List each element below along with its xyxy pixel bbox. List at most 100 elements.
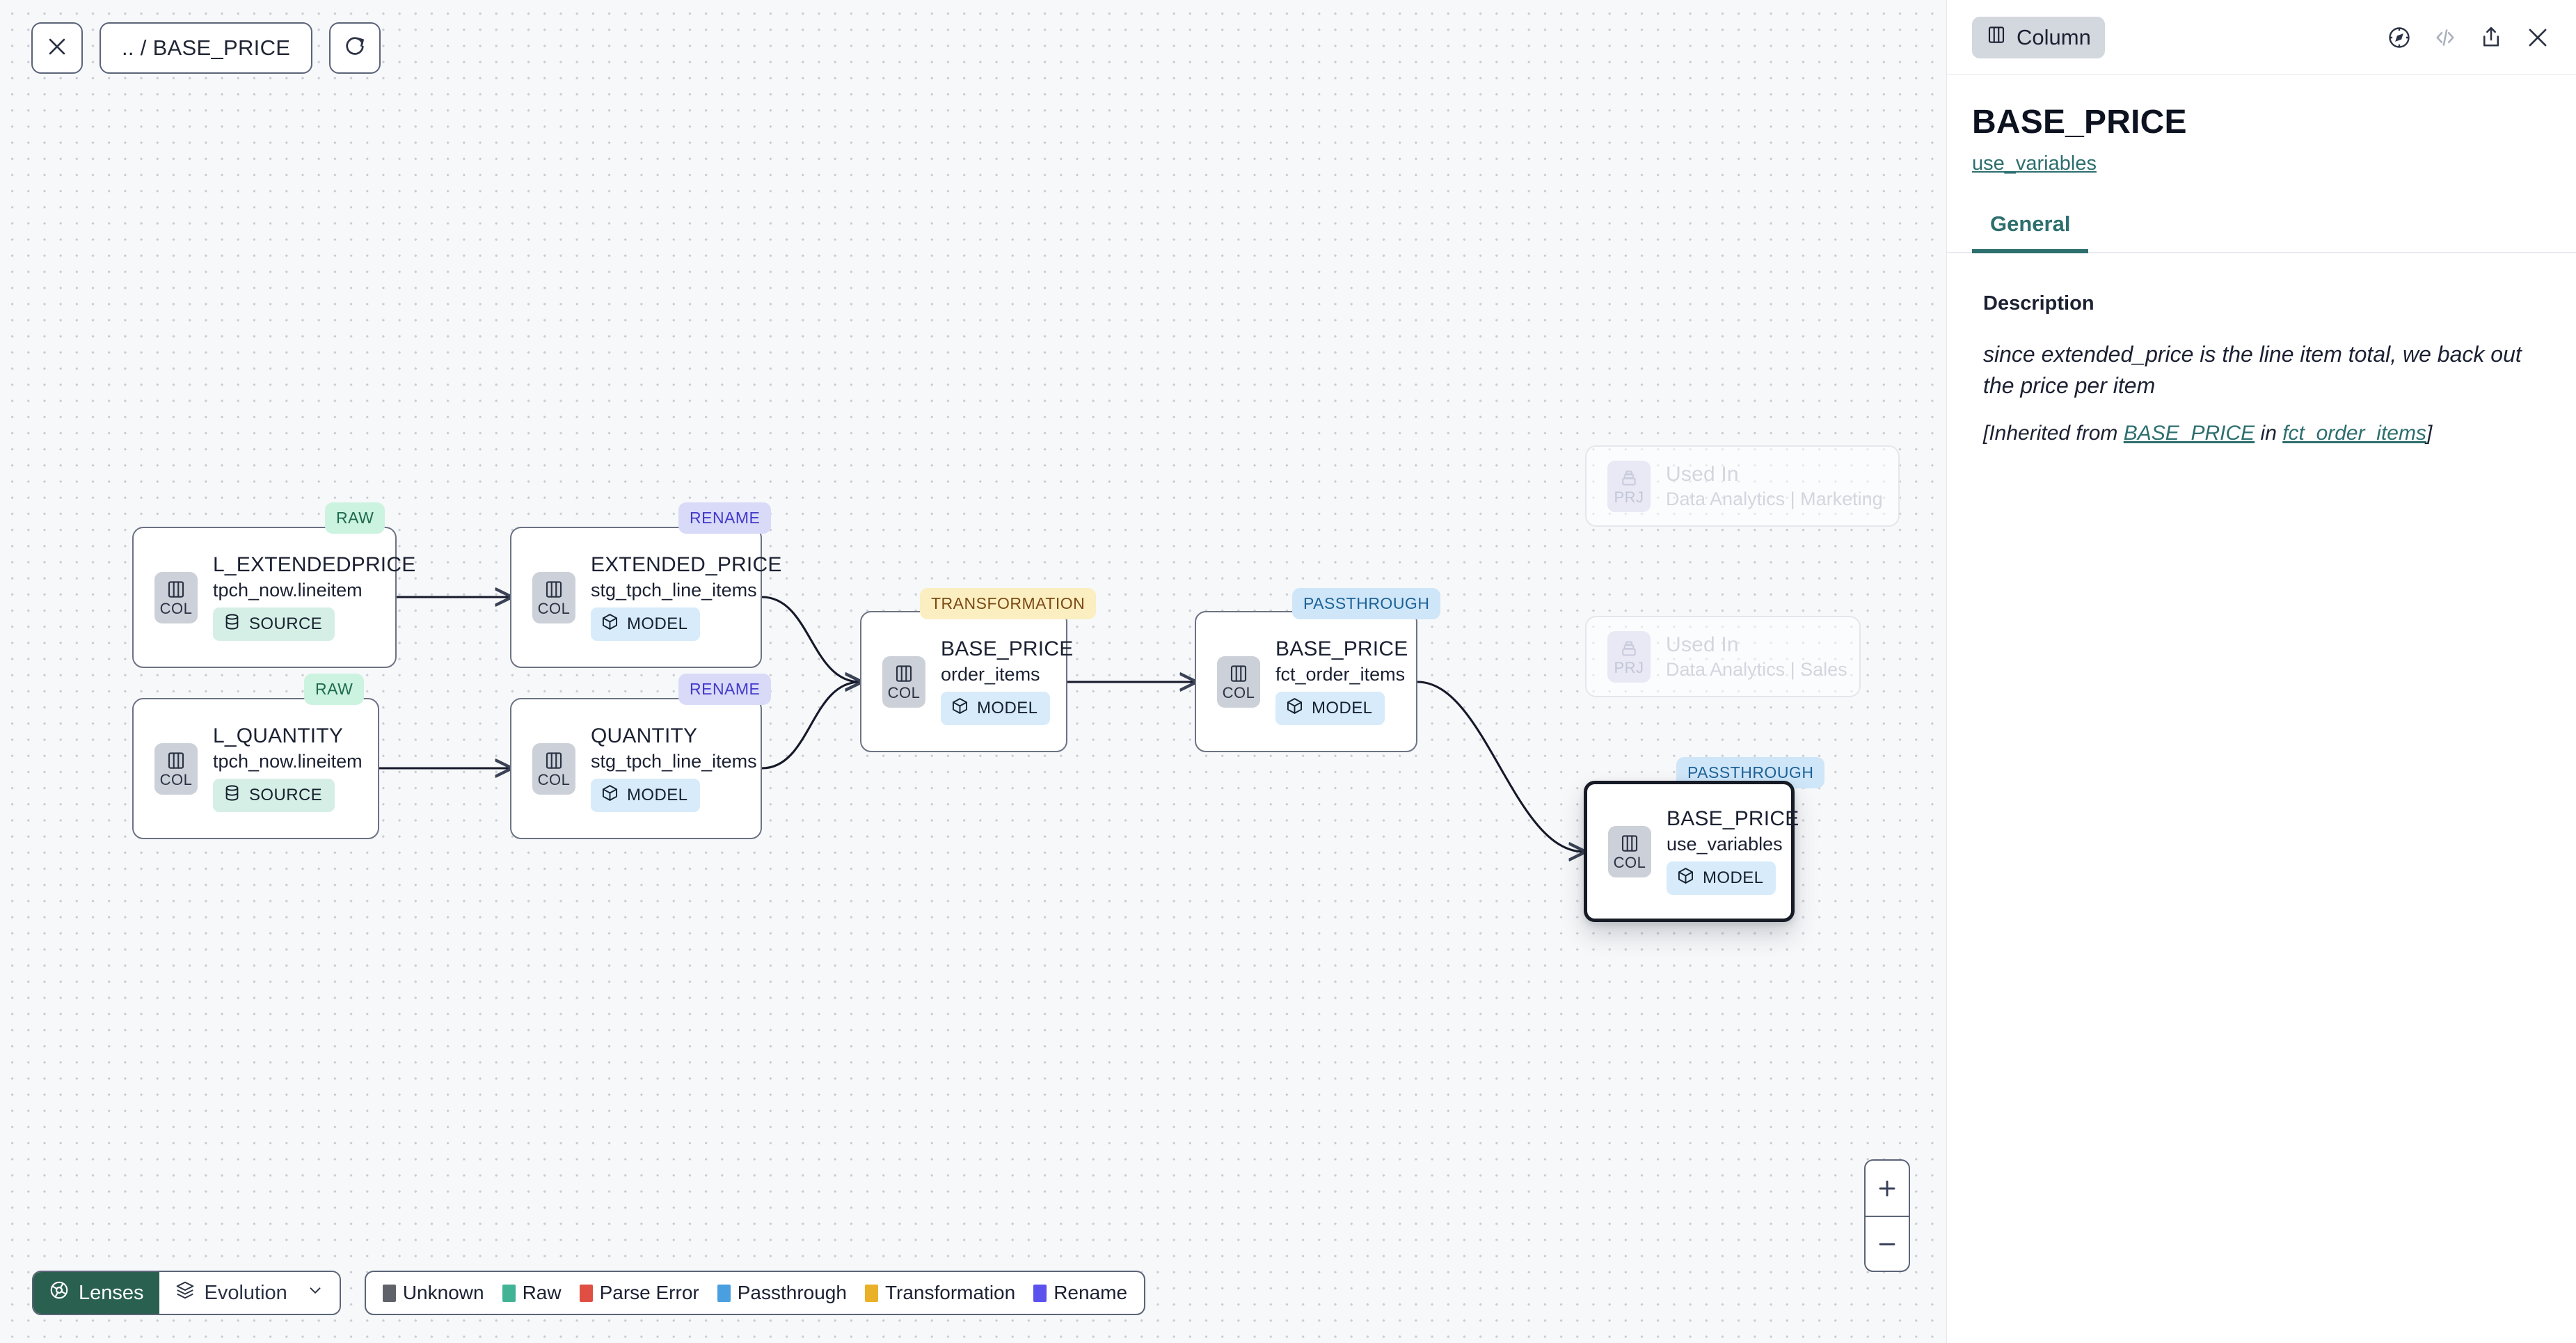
lenses-button[interactable]: Lenses [33, 1272, 159, 1314]
node-kind-label: COL [537, 600, 571, 617]
inherited-suffix: ] [2426, 421, 2433, 445]
node-subtitle: Data Analytics | Marketing [1666, 488, 1883, 510]
legend-swatch [717, 1284, 731, 1302]
inherited-column-link[interactable]: BASE_PRICE [2123, 421, 2255, 445]
cube-icon [601, 612, 619, 636]
breadcrumb-button[interactable]: .. / BASE_PRICE [100, 22, 313, 74]
legend-swatch [864, 1284, 878, 1302]
legend-swatch [382, 1284, 396, 1302]
zoom-in-button[interactable] [1866, 1161, 1909, 1216]
compass-icon[interactable] [2387, 25, 2412, 50]
legend-label: Raw [522, 1282, 562, 1303]
close-icon [45, 35, 69, 62]
node-title: L_EXTENDEDPRICE [213, 553, 416, 577]
node-kind-label: COL [159, 600, 193, 617]
legend-item-raw[interactable]: Raw [502, 1282, 562, 1304]
cube-icon [951, 697, 969, 720]
page-title: BASE_PRICE [1972, 104, 2187, 141]
column-icon [166, 578, 186, 601]
node-title: Used In [1666, 633, 1739, 656]
column-icon [893, 662, 914, 685]
description-label: Description [1983, 292, 2094, 315]
node-title: EXTENDED_PRICE [591, 553, 782, 577]
close-icon[interactable] [2525, 24, 2551, 51]
parent-model-link[interactable]: use_variables [1972, 152, 2097, 175]
legend-label: Passthrough [737, 1282, 847, 1303]
lane-badge-passthrough: PASSTHROUGH [1292, 588, 1441, 619]
node-subtitle: stg_tpch_line_items [591, 750, 757, 772]
node-type-pill: SOURCE [213, 607, 335, 641]
node-subtitle: order_items [941, 663, 1040, 685]
node-type-pill: MODEL [591, 778, 701, 812]
node-type-label: SOURCE [249, 614, 323, 633]
column-icon [1228, 662, 1249, 685]
node-kind-label: COL [887, 684, 921, 701]
node-kind-badge: COL [1217, 655, 1260, 708]
lane-badge-raw: RAW [325, 502, 385, 534]
node-type-label: MODEL [627, 614, 688, 633]
share-icon[interactable] [2479, 25, 2504, 50]
node-subtitle: use_variables [1667, 833, 1783, 855]
legend-item-passthrough[interactable]: Passthrough [717, 1282, 847, 1304]
node-subtitle: tpch_now.lineitem [213, 750, 363, 772]
node-title: BASE_PRICE [1275, 637, 1408, 661]
node-kind-label: COL [159, 771, 193, 788]
node-title: BASE_PRICE [941, 637, 1074, 661]
node-subtitle: fct_order_items [1275, 663, 1406, 685]
zoom-out-button[interactable] [1866, 1216, 1909, 1271]
evolution-dropdown[interactable]: Evolution [159, 1272, 340, 1314]
bottom-toolbar: Lenses Evolution Unknown Raw Parse Error Pa… [32, 1271, 1146, 1315]
lane-badge-rename: RENAME [678, 502, 772, 534]
legend-item-parse-error[interactable]: Parse Error [579, 1282, 699, 1304]
legend-item-transformation[interactable]: Transformation [864, 1282, 1015, 1304]
node-type-label: SOURCE [249, 785, 323, 804]
details-panel: Column BASE_PRICE use_variables Gener [1946, 0, 2576, 1343]
node-kind-label: COL [1613, 854, 1646, 871]
node-kind-badge: PRJ [1607, 630, 1651, 683]
layers-icon [175, 1280, 196, 1306]
refresh-button[interactable] [329, 22, 381, 74]
legend-swatch [579, 1284, 593, 1302]
legend-label: Unknown [402, 1282, 484, 1303]
node-type-pill: MODEL [591, 607, 701, 641]
node-kind-label: PRJ [1614, 659, 1644, 676]
lane-badge-rename: RENAME [678, 674, 772, 705]
inherited-model-link[interactable]: fct_order_items [2282, 421, 2426, 445]
column-icon [1619, 832, 1640, 855]
column-icon [1986, 24, 2007, 51]
node-type-label: MODEL [627, 785, 688, 804]
cube-icon [601, 784, 619, 807]
lenses-label: Lenses [79, 1281, 144, 1304]
legend-item-unknown[interactable]: Unknown [382, 1282, 484, 1304]
tab-general[interactable]: General [1972, 212, 2089, 253]
column-icon [166, 749, 186, 772]
node-kind-badge: COL [882, 655, 925, 708]
refresh-icon [343, 35, 367, 62]
node-type-pill: MODEL [1275, 691, 1385, 725]
chevron-down-icon [306, 1281, 324, 1305]
legend-label: Parse Error [599, 1282, 699, 1303]
node-kind-label: COL [1222, 684, 1255, 701]
canvas-toolbar: .. / BASE_PRICE [31, 22, 381, 74]
code-icon[interactable] [2433, 25, 2458, 50]
legend-item-rename[interactable]: Rename [1033, 1282, 1127, 1304]
project-icon [1619, 637, 1639, 660]
close-button[interactable] [31, 22, 83, 74]
aperture-icon [49, 1280, 70, 1306]
node-title: QUANTITY [591, 724, 698, 748]
node-type-pill: SOURCE [213, 778, 335, 812]
breadcrumb: .. / BASE_PRICE [122, 35, 291, 60]
inherited-note: [Inherited from BASE_PRICE in fct_order_… [1983, 422, 2551, 445]
lenses-group: Lenses Evolution [32, 1271, 341, 1315]
lineage-legend: Unknown Raw Parse Error Passthrough Transfor… [364, 1271, 1146, 1315]
